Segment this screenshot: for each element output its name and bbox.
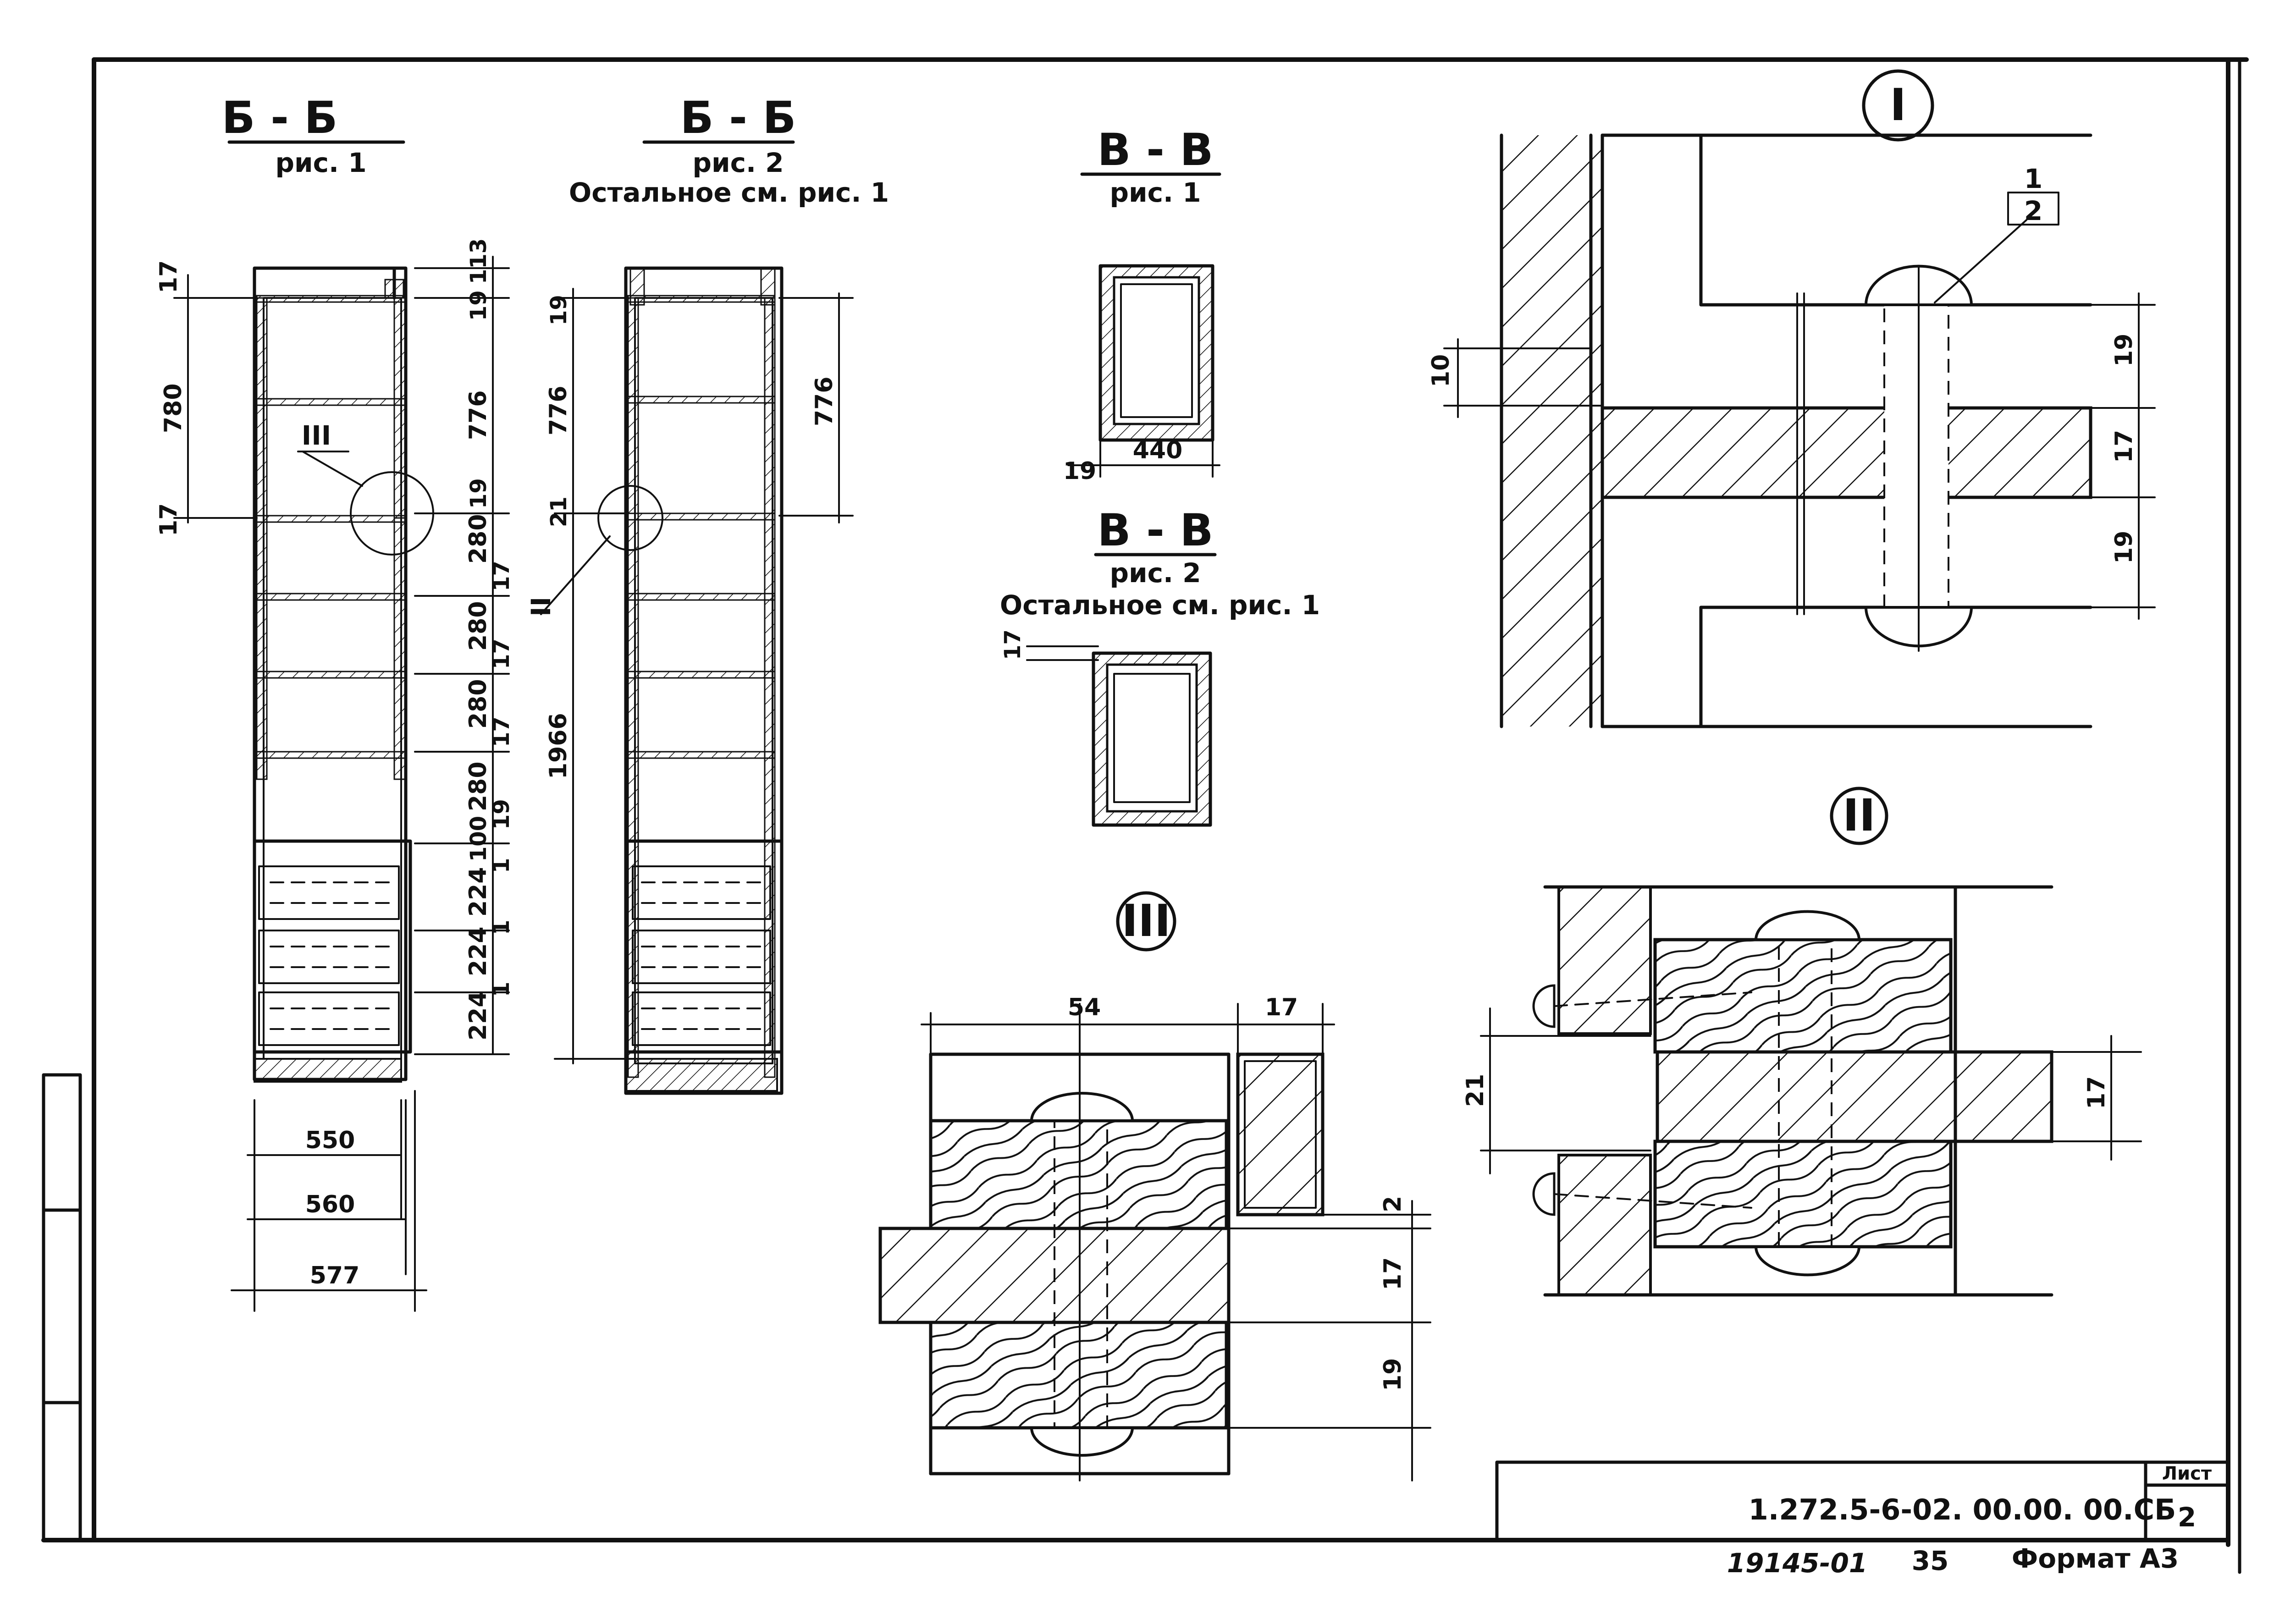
svg-text:19: 19 bbox=[1379, 1358, 1407, 1391]
callout-III-label: III bbox=[302, 420, 331, 451]
svg-text:I: I bbox=[1890, 79, 1906, 131]
svg-text:1: 1 bbox=[489, 858, 514, 873]
svg-text:19: 19 bbox=[2110, 334, 2138, 367]
format-label: Формат А3 bbox=[2012, 1543, 2179, 1574]
svg-text:280: 280 bbox=[464, 601, 492, 651]
svg-text:17: 17 bbox=[489, 716, 514, 747]
svg-text:II: II bbox=[1843, 790, 1875, 841]
svg-text:10: 10 bbox=[1427, 354, 1455, 387]
callout-II-label: II bbox=[525, 597, 557, 617]
svg-text:280: 280 bbox=[464, 761, 492, 811]
page-number: 35 bbox=[1912, 1545, 1949, 1576]
svg-text:17: 17 bbox=[1000, 629, 1026, 660]
svg-text:17: 17 bbox=[489, 639, 514, 669]
section-title: В - В bbox=[1097, 505, 1213, 556]
detail-II: II 21 17 bbox=[1462, 787, 2142, 1297]
svg-text:776: 776 bbox=[545, 385, 572, 435]
svg-text:280: 280 bbox=[464, 514, 492, 564]
section-vv-fig2: В - В рис. 2 Остальное см. рис. 1 17 bbox=[1000, 505, 1320, 827]
detail-III-marker bbox=[1116, 891, 1176, 952]
section-subtitle: рис. 2 bbox=[1109, 557, 1201, 589]
section-bb-fig2: Б - Б рис. 2 Остальное см. рис. 1 bbox=[525, 92, 889, 1095]
svg-text:54: 54 bbox=[1068, 994, 1101, 1021]
svg-text:1: 1 bbox=[489, 920, 514, 935]
detail-I: I 1 2 19 17 19 10 bbox=[1427, 69, 2156, 728]
svg-text:21: 21 bbox=[546, 496, 572, 527]
svg-text:17: 17 bbox=[2110, 430, 2138, 463]
svg-text:2: 2 bbox=[1379, 1196, 1407, 1212]
svg-text:17: 17 bbox=[1379, 1257, 1407, 1290]
shelf-boards bbox=[256, 295, 407, 759]
svg-text:17: 17 bbox=[1265, 994, 1298, 1021]
section-title: В - В bbox=[1097, 124, 1213, 176]
svg-text:17: 17 bbox=[489, 561, 514, 591]
section-subtitle: рис. 1 bbox=[275, 147, 366, 178]
document-code: 1.272.5-6-02. 00.00. 00.СБ bbox=[1749, 1493, 2176, 1526]
section-note: Остальное см. рис. 1 bbox=[1000, 589, 1320, 621]
svg-text:19: 19 bbox=[466, 478, 491, 509]
svg-text:280: 280 bbox=[464, 679, 492, 729]
detail-II-marker bbox=[1830, 787, 1888, 845]
detail-III: III 54 17 2 17 19 bbox=[878, 891, 1431, 1481]
svg-text:19: 19 bbox=[546, 295, 572, 325]
svg-text:21: 21 bbox=[1462, 1074, 1489, 1107]
svg-text:560: 560 bbox=[305, 1191, 355, 1218]
shelf-boards bbox=[627, 295, 776, 759]
sheet-label: Лист bbox=[2162, 1463, 2212, 1484]
svg-text:1: 1 bbox=[489, 982, 514, 997]
svg-text:224: 224 bbox=[464, 926, 492, 976]
svg-text:776: 776 bbox=[464, 390, 492, 440]
svg-text:224: 224 bbox=[464, 991, 492, 1040]
footer: 19145-01 35 Формат А3 bbox=[1727, 1543, 2179, 1579]
section-vv-fig1: В - В рис. 1 19 440 bbox=[1063, 124, 1221, 485]
inventory-number: 19145-01 bbox=[1727, 1547, 1868, 1579]
svg-text:19: 19 bbox=[489, 799, 514, 830]
svg-text:2: 2 bbox=[2024, 195, 2042, 226]
sheet-frame bbox=[41, 57, 2249, 1574]
drawers bbox=[253, 839, 412, 1083]
svg-text:17: 17 bbox=[155, 260, 182, 293]
svg-text:100: 100 bbox=[466, 816, 491, 862]
detail-I-marker bbox=[1862, 69, 1934, 142]
svg-text:19: 19 bbox=[2110, 531, 2138, 564]
section-bb-fig1: Б - Б рис. 1 bbox=[155, 92, 514, 1312]
svg-text:776: 776 bbox=[811, 376, 838, 426]
section-note: Остальное см. рис. 1 bbox=[569, 177, 889, 208]
sheet-number: 2 bbox=[2178, 1502, 2196, 1533]
section-title: Б - Б bbox=[680, 92, 796, 143]
svg-text:1: 1 bbox=[2024, 163, 2042, 194]
section-subtitle: рис. 2 bbox=[692, 147, 784, 178]
svg-text:17: 17 bbox=[155, 503, 182, 536]
svg-text:440: 440 bbox=[1133, 437, 1183, 464]
left-margin-strip bbox=[42, 1073, 82, 1542]
svg-text:577: 577 bbox=[310, 1262, 360, 1289]
svg-text:1966: 1966 bbox=[545, 713, 572, 779]
drawers bbox=[624, 839, 784, 1092]
title-block: 1.272.5-6-02. 00.00. 00.СБ Лист 2 bbox=[1495, 1460, 2230, 1542]
svg-text:113: 113 bbox=[466, 238, 491, 284]
callout-II-circle bbox=[597, 485, 663, 551]
section-title: Б - Б bbox=[221, 92, 337, 143]
section-subtitle: рис. 1 bbox=[1109, 177, 1201, 208]
svg-text:780: 780 bbox=[160, 383, 187, 433]
svg-text:III: III bbox=[1121, 895, 1170, 947]
svg-text:19: 19 bbox=[1063, 457, 1096, 485]
svg-text:224: 224 bbox=[464, 867, 492, 917]
svg-text:17: 17 bbox=[2083, 1076, 2110, 1109]
svg-text:19: 19 bbox=[466, 290, 491, 321]
svg-text:550: 550 bbox=[305, 1127, 355, 1154]
